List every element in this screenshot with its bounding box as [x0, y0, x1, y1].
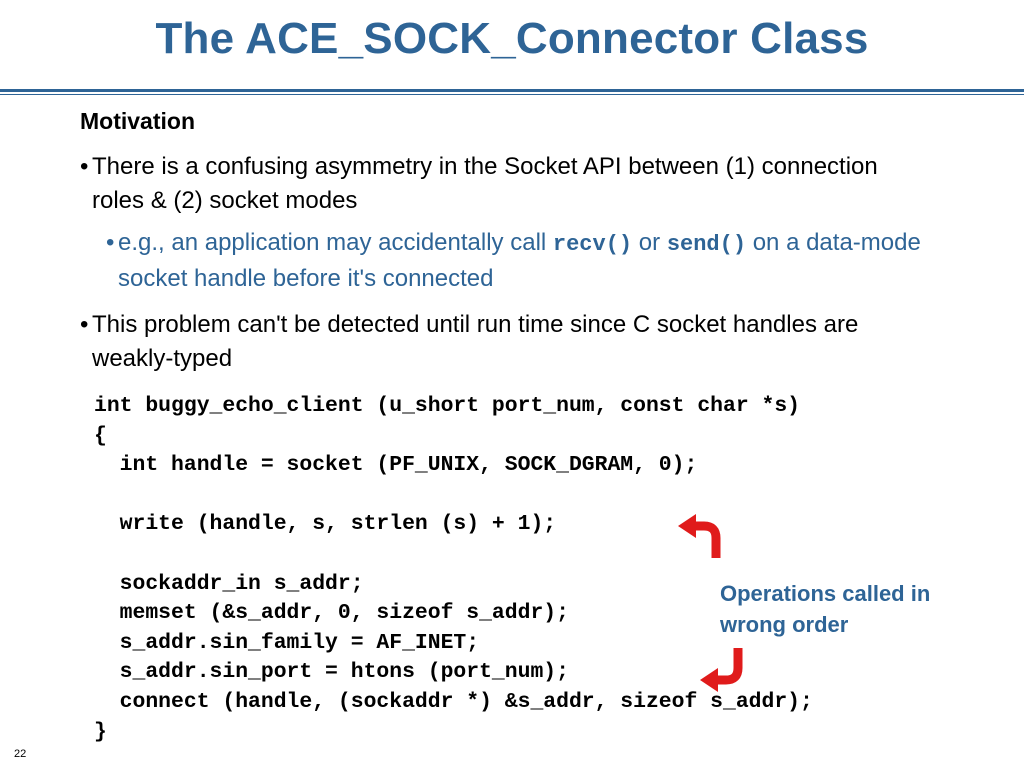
annotation-text: Operations called in wrong order: [720, 581, 931, 637]
sub-bullet-text: or: [632, 229, 667, 256]
bullet-text: This problem can't be detected until run…: [92, 311, 859, 372]
page-number: 22: [14, 748, 27, 760]
sub-bullet-text: e.g., an application may accidentally ca…: [118, 229, 553, 256]
bullet-marker: •: [106, 229, 115, 256]
code-send: send(): [666, 232, 747, 257]
code-recv: recv(): [552, 232, 633, 257]
title-divider-thin: [0, 94, 1024, 95]
bullet-item: • This problem can't be detected until r…: [80, 308, 932, 376]
code-line: sockaddr_in s_addr;: [94, 571, 364, 596]
slide-title: The ACE_SOCK_Connector Class: [155, 14, 869, 63]
curved-arrow-icon: [700, 648, 743, 692]
code-line: ​: [94, 481, 813, 511]
code-listing: int buggy_echo_client (u_short port_num,…: [94, 392, 813, 747]
code-line: int buggy_echo_client (u_short port_num,…: [94, 394, 801, 418]
bullet-text: There is a confusing asymmetry in the So…: [92, 153, 878, 214]
section-heading: Motivation: [80, 108, 195, 134]
code-line: s_addr.sin_family = AF_INET;: [94, 630, 480, 655]
sub-bullet-item: • e.g., an application may accidentally …: [106, 226, 938, 296]
code-line: s_addr.sin_port = htons (port_num);: [94, 660, 569, 685]
title-divider: [0, 89, 1024, 92]
bullet-item: • There is a confusing asymmetry in the …: [80, 150, 932, 218]
code-line: {: [94, 423, 107, 448]
bullet-marker: •: [80, 311, 89, 338]
curved-arrow-icon: [678, 514, 721, 558]
code-line: }: [94, 719, 107, 744]
code-line: memset (&s_addr, 0, sizeof s_addr);: [94, 601, 569, 626]
code-line: write (handle, s, strlen (s) + 1);: [94, 512, 557, 537]
code-line: connect (handle, (sockaddr *) &s_addr, s…: [94, 689, 813, 714]
code-line: int handle = socket (PF_UNIX, SOCK_DGRAM…: [94, 453, 698, 478]
bullet-marker: •: [80, 153, 89, 180]
sub-bullet-text: on a data-mode socket handle before it's…: [118, 229, 921, 292]
